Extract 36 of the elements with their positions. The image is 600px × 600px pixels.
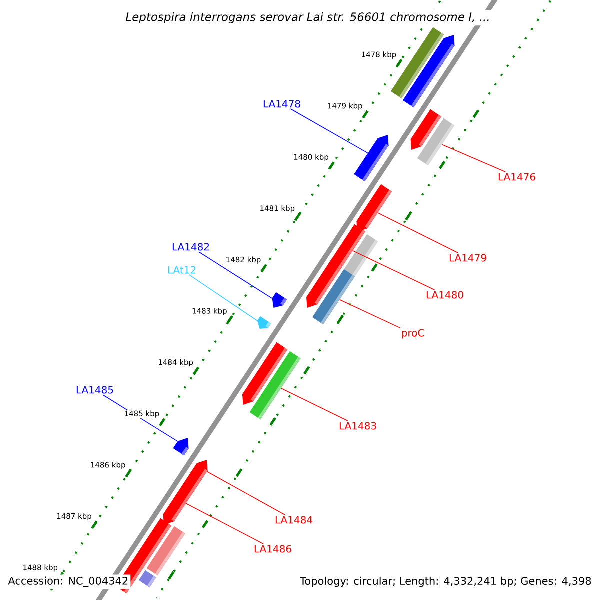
- leader-line: [186, 503, 264, 544]
- gene-label: LA1482: [172, 243, 210, 251]
- leader-line: [198, 252, 272, 299]
- gene-label: proC: [402, 329, 424, 339]
- gene-label: LA1484: [276, 516, 312, 524]
- leader-line: [442, 144, 506, 172]
- gene-block: [356, 184, 392, 232]
- gene-label: LA1478: [264, 100, 300, 108]
- gene-block: [417, 118, 455, 166]
- leader-line: [206, 471, 286, 516]
- gene-label: LA1486: [254, 545, 292, 553]
- footer-text: Accession: NC_004342: [6, 574, 131, 590]
- gene-block: [146, 526, 186, 576]
- leader-line: [339, 299, 401, 328]
- gene-block: [402, 35, 455, 108]
- title: Leptospira interrogans serovar Lai str. 56601 chromosome I, ...: [124, 10, 492, 26]
- gene-label: LA1483: [340, 422, 376, 430]
- leader-line: [281, 388, 348, 422]
- gene-block: [173, 438, 189, 456]
- gene-block: [163, 472, 202, 525]
- leader-line: [188, 274, 258, 322]
- leader-line: [290, 108, 368, 154]
- gene-label: LA1476: [498, 173, 536, 181]
- gene-block: [250, 351, 301, 420]
- gene-block: [138, 570, 156, 588]
- gene-label: LA1479: [450, 254, 486, 262]
- gene-block: [272, 292, 288, 308]
- leader-line: [378, 212, 458, 254]
- gene-label: LA1485: [76, 386, 114, 394]
- gene-label: LA1480: [426, 291, 464, 299]
- gene-block: [354, 135, 389, 182]
- gene-block: [312, 269, 356, 325]
- gene-block: [257, 316, 272, 329]
- leader-line: [352, 250, 435, 290]
- gene-label: LAt12: [168, 266, 196, 274]
- footer-text: Topology: circular; Length: 4,332,241 bp; Genes: 4,398: [298, 574, 594, 590]
